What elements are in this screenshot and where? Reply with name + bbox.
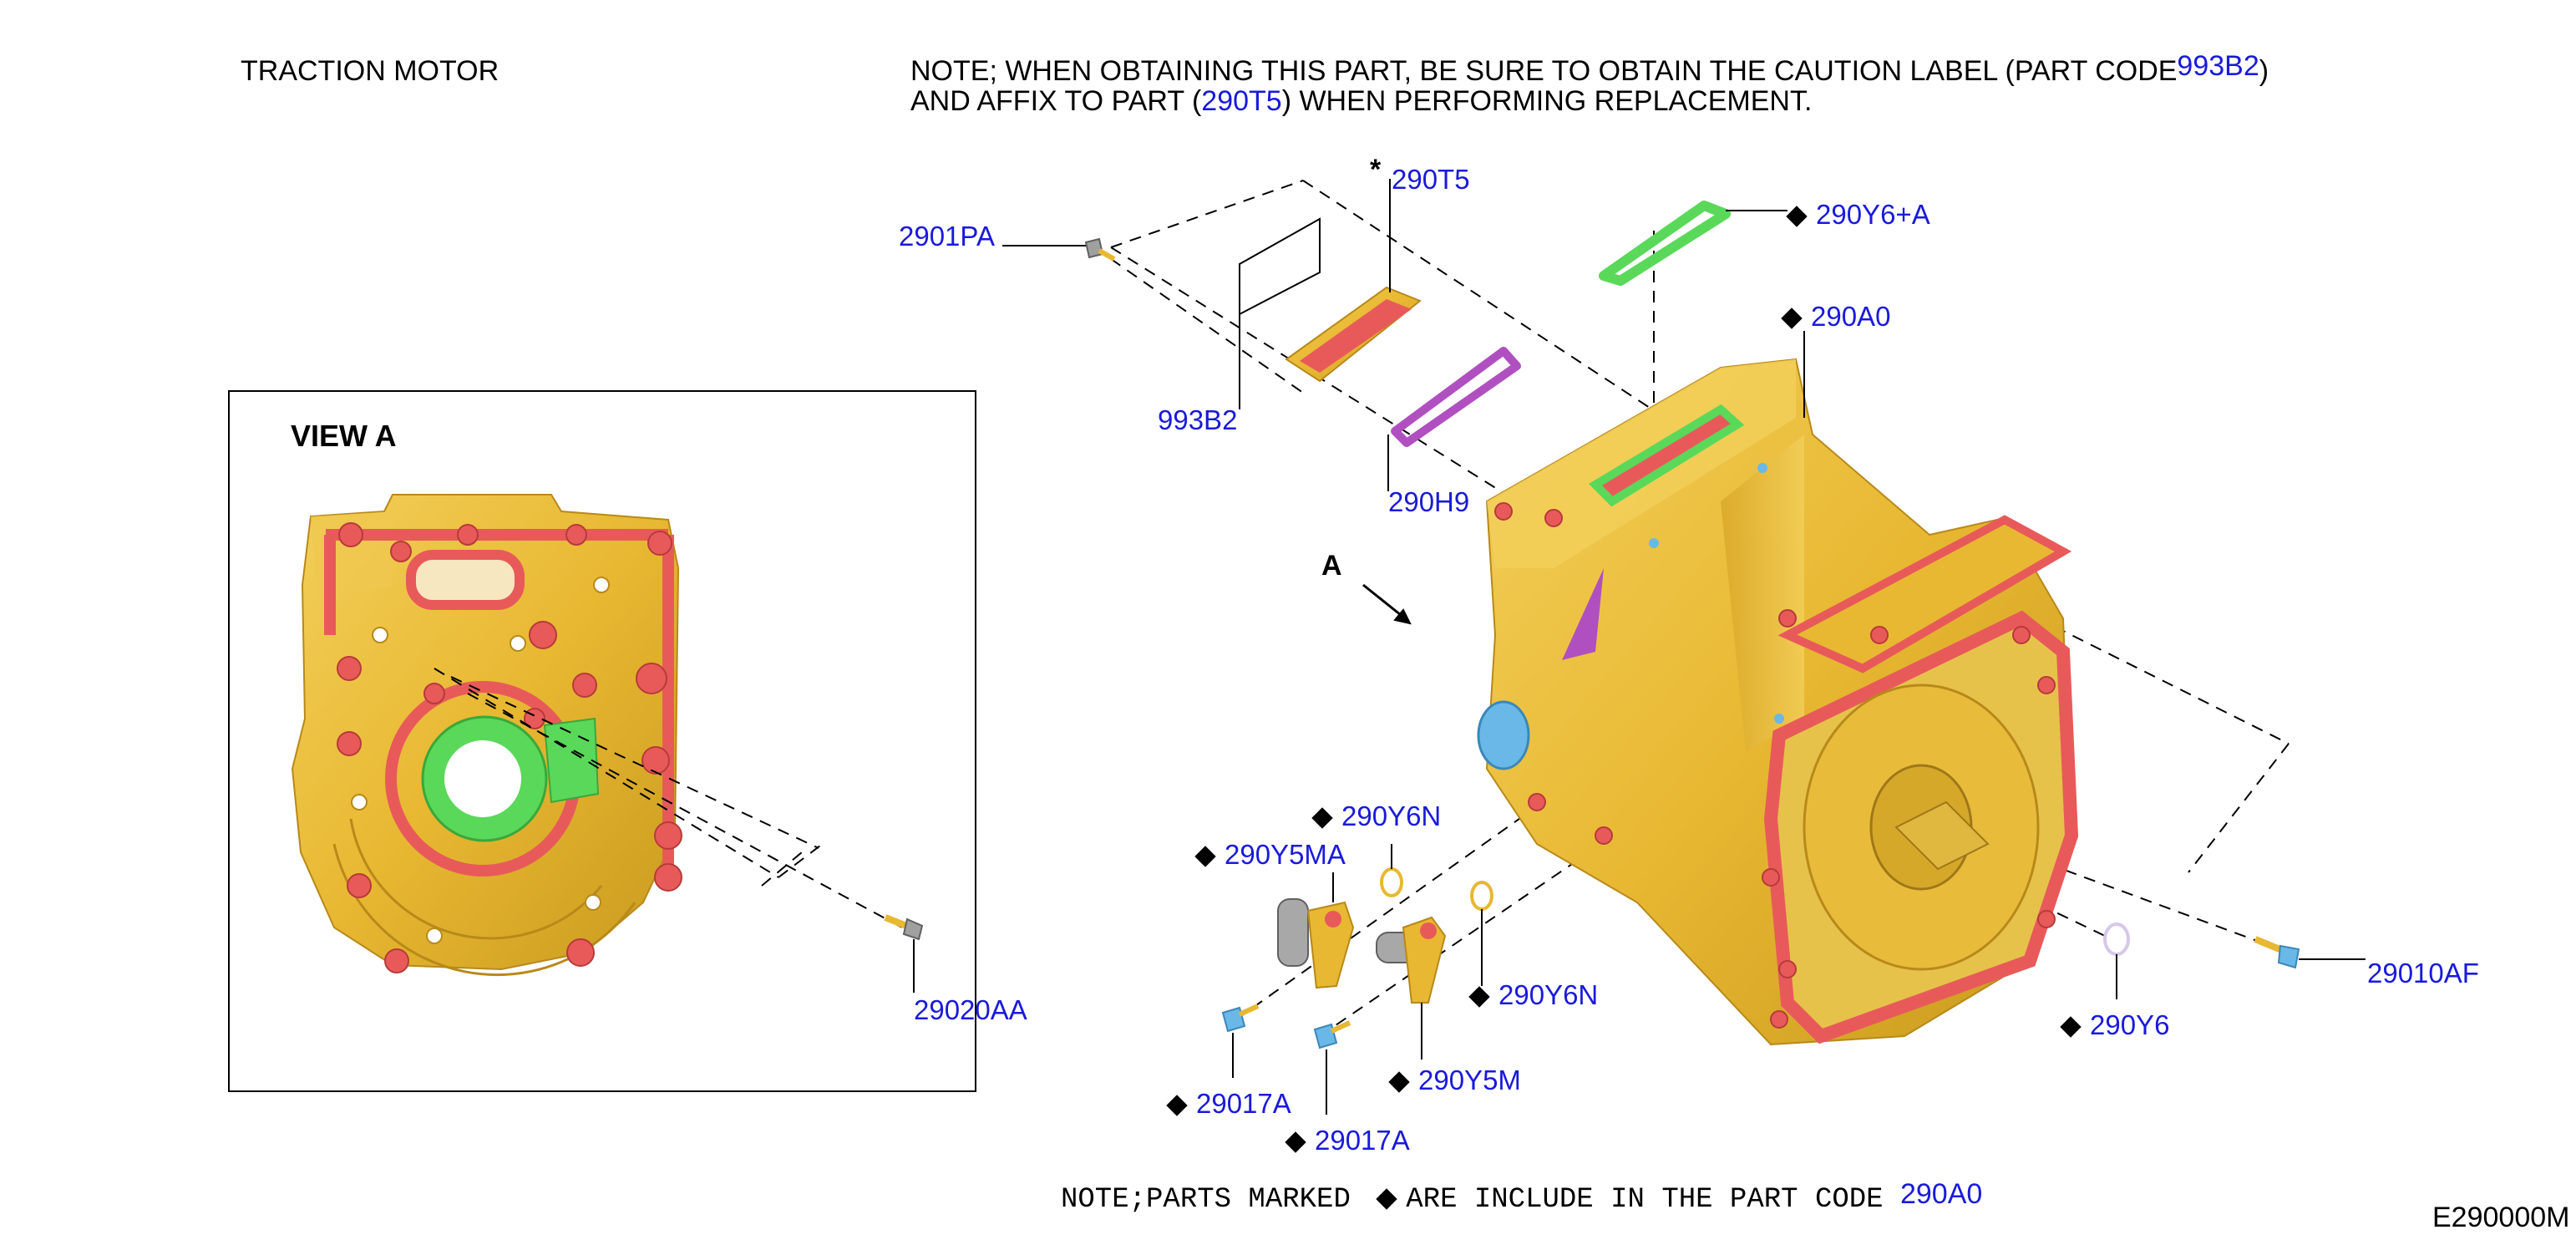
diamond-icon	[1388, 1071, 1410, 1094]
bolt-29017a-1	[1221, 1004, 1260, 1078]
callout-290y5ma-text: 290Y5MA	[1225, 839, 1346, 870]
callout-29017a-1[interactable]: 29017A	[1166, 1088, 1291, 1119]
footer-note-code[interactable]: 290A0	[1899, 1178, 1983, 1210]
footer-note-prefix: NOTE;PARTS MARKED	[1061, 1184, 1351, 1216]
callout-290y6a[interactable]: 290Y6+A	[1786, 199, 1930, 230]
cover-290t5	[1285, 179, 1422, 383]
callout-29010af[interactable]: 29010AF	[2367, 958, 2479, 988]
diamond-icon	[1781, 307, 1803, 330]
callout-29020aa[interactable]: 29020AA	[914, 994, 1027, 1025]
bolt-29010af	[2254, 936, 2366, 969]
footer-note-middle: ARE INCLUDE IN THE PART CODE	[1406, 1184, 1884, 1216]
star-mark: *	[1370, 154, 1382, 185]
callout-290y5ma[interactable]: 290Y5MA	[1194, 839, 1346, 870]
note-line-1: NOTE; WHEN OBTAINING THIS PART, BE SURE …	[910, 52, 2269, 87]
callout-290h9[interactable]: 290H9	[1388, 486, 1470, 517]
note-line-2-text: AND AFFIX TO PART (	[910, 85, 1202, 117]
view-a-label: VIEW A	[291, 419, 397, 453]
caution-label-993b2	[1239, 217, 1321, 409]
bolt-29017a-2	[1313, 1020, 1351, 1115]
sensor-290y5m	[1376, 916, 1447, 1060]
sensor-290y5ma	[1277, 898, 1355, 989]
callout-290a0[interactable]: 290A0	[1781, 301, 1891, 332]
callout-2901pa[interactable]: 2901PA	[899, 221, 995, 252]
callout-290y6n-right-text: 290Y6N	[1498, 979, 1599, 1010]
callout-290y6a-text: 290Y6+A	[1816, 199, 1930, 230]
callout-29017a-2[interactable]: 29017A	[1285, 1125, 1410, 1156]
note-line-2-code[interactable]: 290T5	[1201, 85, 1282, 117]
diamond-icon	[2060, 1016, 2082, 1039]
diagram-code: E290000M	[2432, 1202, 2570, 1233]
callout-290t5[interactable]: 290T5	[1392, 164, 1470, 195]
view-a-arrow	[1362, 583, 1412, 625]
view-a-frame	[228, 390, 976, 1092]
diamond-icon	[1194, 846, 1216, 868]
seal-290y6n-b	[1470, 881, 1493, 911]
callout-290a0-text: 290A0	[1811, 301, 1891, 332]
diamond-icon	[1166, 1095, 1188, 1117]
page-title: TRACTION MOTOR	[241, 55, 499, 87]
gasket-290y6a	[1599, 201, 1787, 286]
note-line-1-text: NOTE; WHEN OBTAINING THIS PART, BE SURE …	[910, 55, 2178, 87]
callout-290y5m[interactable]: 290Y5M	[1388, 1065, 1521, 1095]
diamond-icon	[1285, 1131, 1306, 1154]
callout-290y6n-right[interactable]: 290Y6N	[1468, 979, 1599, 1010]
callout-993b2[interactable]: 993B2	[1158, 404, 1238, 435]
arrow-a-label: A	[1321, 550, 1342, 582]
note-line-2: AND AFFIX TO PART (290T5) WHEN PERFORMIN…	[910, 87, 1812, 115]
note-line-2-suffix: ) WHEN PERFORMING REPLACEMENT.	[1281, 85, 1813, 117]
callout-290y6n-top[interactable]: 290Y6N	[1311, 800, 1442, 831]
oring-290y6	[2103, 922, 2130, 956]
footer-note: NOTE;PARTS MARKED ARE INCLUDE IN THE PAR…	[1061, 1180, 1982, 1216]
note-line-1-suffix: )	[2259, 55, 2269, 87]
view-a-housing-drawing	[291, 494, 924, 993]
callout-290y5m-text: 290Y5M	[1418, 1065, 1521, 1095]
bolt-2901pa	[1002, 237, 1116, 262]
callout-29017a-2-text: 29017A	[1315, 1125, 1410, 1156]
bolt-29020aa	[884, 914, 924, 941]
diamond-icon	[1376, 1188, 1397, 1210]
diamond-icon	[1786, 206, 1808, 228]
gasket-290h9	[1387, 347, 1521, 491]
main-housing-drawing	[1477, 331, 2079, 1046]
callout-29017a-1-text: 29017A	[1196, 1088, 1291, 1119]
callout-290y6n-top-text: 290Y6N	[1341, 800, 1442, 831]
callout-290y6[interactable]: 290Y6	[2060, 1009, 2170, 1040]
callout-290y6-text: 290Y6	[2090, 1009, 2170, 1040]
seal-290y6n-a	[1380, 867, 1403, 897]
diamond-icon	[1468, 986, 1490, 1009]
diamond-icon	[1311, 807, 1333, 830]
note-line-1-code[interactable]: 993B2	[2177, 50, 2259, 82]
